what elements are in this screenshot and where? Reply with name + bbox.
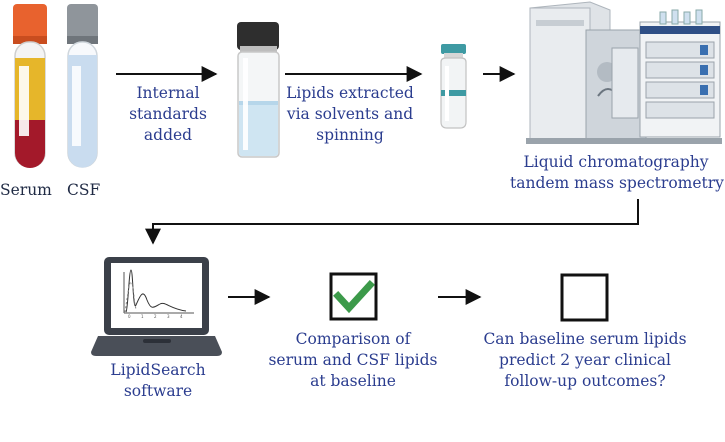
prediction-label: Can baseline serum lipids predict 2 year… [480,329,690,392]
comparison-label: Comparison of serum and CSF lipids at ba… [265,329,441,392]
lcms-instrument-icon [526,1,722,144]
internal-standards-label: Internal standards added [118,83,218,146]
lipidsearch-label: LipidSearch software [96,360,220,402]
prediction-line-1: Can baseline serum lipids [483,330,687,348]
chart-tick-2: 2 [154,314,157,319]
lipidsearch-line-1: LipidSearch [110,361,206,379]
lipids-extracted-label: Lipids extracted via solvents and spinni… [283,83,417,146]
serum-tube-icon [13,4,47,168]
lipids-extracted-line-2: via solvents and [286,105,414,123]
lcms-label: Liquid chromatography tandem mass spectr… [510,152,724,194]
csf-tube-icon [67,4,98,168]
comparison-line-2: serum and CSF lipids [268,351,438,369]
comparison-line-1: Comparison of [295,330,411,348]
prediction-line-3: follow-up outcomes? [504,372,666,390]
empty-box-icon [560,273,609,322]
chart-tick-4: 4 [180,314,183,319]
lipidsearch-line-2: software [123,382,193,400]
internal-standards-line-3: added [143,126,193,144]
csf-label: CSF [67,181,101,199]
internal-standards-line-2: standards [129,105,207,123]
checked-box-icon [329,272,378,321]
internal-standards-line-1: Internal [136,84,200,102]
laptop-icon: 0 1 2 3 4 [91,257,222,356]
lipids-extracted-line-3: spinning [316,126,384,144]
chart-tick-1: 1 [141,314,144,319]
prediction-line-2: predict 2 year clinical [499,351,671,369]
lcms-line-1: Liquid chromatography [523,153,709,171]
arrow-to-lipidsearch [145,199,639,245]
lipids-extracted-line-1: Lipids extracted [286,84,414,102]
serum-label: Serum [0,181,52,199]
comparison-line-3: at baseline [310,372,396,390]
chart-tick-3: 3 [167,314,170,319]
glass-vial-icon [237,22,280,158]
small-vial-icon [440,44,467,129]
lcms-line-2: tandem mass spectrometry [510,174,724,192]
chart-tick-0: 0 [128,314,131,319]
